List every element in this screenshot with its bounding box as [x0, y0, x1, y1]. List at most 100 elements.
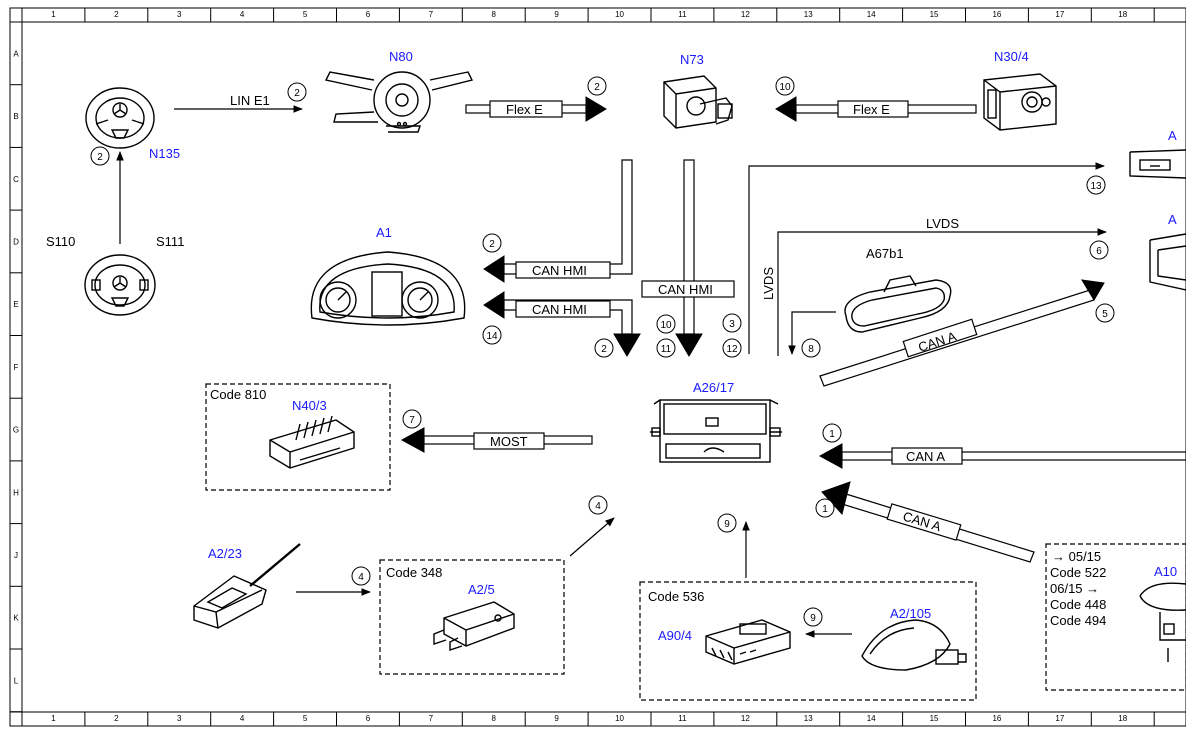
grid-column-label: 10: [615, 10, 624, 19]
circle-n135: 2: [90, 146, 110, 166]
circle-can-hmi-in: 2: [594, 338, 614, 358]
grid-column-label: 6: [366, 714, 371, 723]
circle-10: 10: [656, 314, 676, 334]
circle-13: 13: [1086, 175, 1106, 195]
option-box-code-522: [1045, 543, 1186, 691]
grid-column-label: 6: [366, 10, 371, 19]
grid-labels: 1122334455667788991010111112121313141415…: [13, 10, 1128, 723]
grid-column-label: 7: [429, 714, 434, 723]
grid-column-label: 4: [240, 714, 245, 723]
circle-11: 11: [656, 338, 676, 358]
svg-text:2: 2: [294, 88, 300, 99]
code-494-label: Code 494: [1050, 613, 1106, 628]
grid-column-label: 12: [741, 714, 750, 723]
date-after-label: 06/15 →: [1050, 581, 1099, 596]
circle-can-hmi-a1-out: 2: [482, 233, 502, 253]
svg-text:2: 2: [594, 82, 600, 93]
circle-can-hmi-14: 14: [482, 325, 502, 345]
svg-text:10: 10: [779, 82, 791, 93]
label-a10: A10: [1154, 564, 1177, 579]
label-a-top: A: [1168, 128, 1177, 143]
bus-can-a-horizontal: CAN A: [906, 449, 945, 464]
antenna-amplifier-a2-5-icon: [433, 601, 515, 651]
svg-text:7: 7: [409, 415, 415, 426]
label-a2-5: A2/5: [468, 582, 495, 597]
grid-column-label: 3: [177, 714, 182, 723]
svg-text:9: 9: [810, 613, 816, 624]
date-before-label: → 05/15: [1052, 549, 1101, 564]
option-box-code-810: [205, 383, 391, 491]
label-n40-3: N40/3: [292, 398, 327, 413]
bus-most: MOST: [490, 434, 528, 449]
bus-label-boxes: [473, 100, 978, 541]
svg-text:10: 10: [660, 320, 672, 331]
svg-text:14: 14: [486, 331, 498, 342]
svg-text:2: 2: [489, 239, 495, 250]
circle-4-upper: 4: [588, 495, 608, 515]
bus-lvds-vertical: LVDS: [761, 267, 776, 300]
label-n80: N80: [389, 49, 413, 64]
grid-column-label: 18: [1118, 10, 1127, 19]
numbered-circles: 2 2 2 10 2 14 2 10 11 3 12 8 13 6 5 7 1 …: [90, 76, 1115, 627]
key-fob-a2-23-icon: [193, 543, 301, 629]
circle-5: 5: [1095, 303, 1115, 323]
label-a2-23: A2/23: [208, 546, 242, 561]
circle-7: 7: [402, 409, 422, 429]
svg-text:4: 4: [358, 572, 364, 583]
svg-text:4: 4: [595, 501, 601, 512]
grid-row-label: A: [13, 49, 19, 58]
grid-column-label: 13: [804, 10, 813, 19]
bus-can-hmi-1: CAN HMI: [532, 263, 587, 278]
bus-can-hmi-3: CAN HMI: [658, 282, 713, 297]
sound-amplifier-n40-3-icon: [269, 415, 355, 469]
display-a-top-icon: [1129, 149, 1186, 179]
svg-text:2: 2: [97, 152, 103, 163]
grid-column-label: 7: [429, 10, 434, 19]
option-box-code-536: [639, 581, 977, 701]
grid-column-label: 17: [1055, 714, 1064, 723]
bus-lvds-horizontal: LVDS: [926, 216, 959, 231]
label-n30-4: N30/4: [994, 49, 1029, 64]
svg-text:2: 2: [601, 344, 607, 355]
circle-9-lower: 9: [803, 607, 823, 627]
svg-text:1: 1: [829, 429, 835, 440]
grid-row-label: G: [13, 426, 19, 435]
grid-row-label: D: [13, 237, 19, 246]
grid-column-label: 2: [114, 10, 119, 19]
grid-ticks: [10, 8, 1155, 726]
code-522-label: Code 522: [1050, 565, 1106, 580]
label-s110: S110: [46, 234, 75, 249]
component-labels: N135 S110 S111 N80 N73 N30/4 A1 A67b1 A2…: [46, 49, 1177, 643]
module-a10-icon: [1139, 582, 1186, 662]
svg-text:8: 8: [808, 344, 814, 355]
circle-1-lower: 1: [815, 498, 835, 518]
label-s111: S111: [156, 234, 184, 249]
grid-column-label: 14: [867, 714, 876, 723]
grid-column-label: 5: [303, 10, 308, 19]
code-348-label: Code 348: [386, 565, 442, 580]
display-a-middle-icon: [1149, 233, 1186, 291]
grid-column-label: 4: [240, 10, 245, 19]
circle-12: 12: [722, 338, 742, 358]
svg-text:12: 12: [726, 344, 738, 355]
label-n135: N135: [149, 146, 180, 161]
grid-column-label: 14: [867, 10, 876, 19]
bus-can-hmi-2: CAN HMI: [532, 302, 587, 317]
circle-1-upper: 1: [822, 423, 842, 443]
grid-column-label: 9: [554, 714, 559, 723]
connection-lines: [116, 96, 1186, 638]
instrument-cluster-a1-icon: [310, 251, 466, 326]
grid-column-label: 3: [177, 10, 182, 19]
grid-row-label: B: [13, 112, 18, 121]
svg-text:11: 11: [661, 344, 672, 355]
svg-text:3: 3: [729, 319, 735, 330]
svg-text:13: 13: [1090, 181, 1102, 192]
grid-row-label: J: [14, 551, 18, 560]
option-box-code-348: [379, 559, 565, 675]
circle-9-upper: 9: [717, 513, 737, 533]
grid-column-label: 15: [930, 10, 939, 19]
label-a1: A1: [376, 225, 392, 240]
grid-row-label: L: [14, 676, 19, 685]
bus-can-a-lower: CAN A: [901, 509, 943, 535]
